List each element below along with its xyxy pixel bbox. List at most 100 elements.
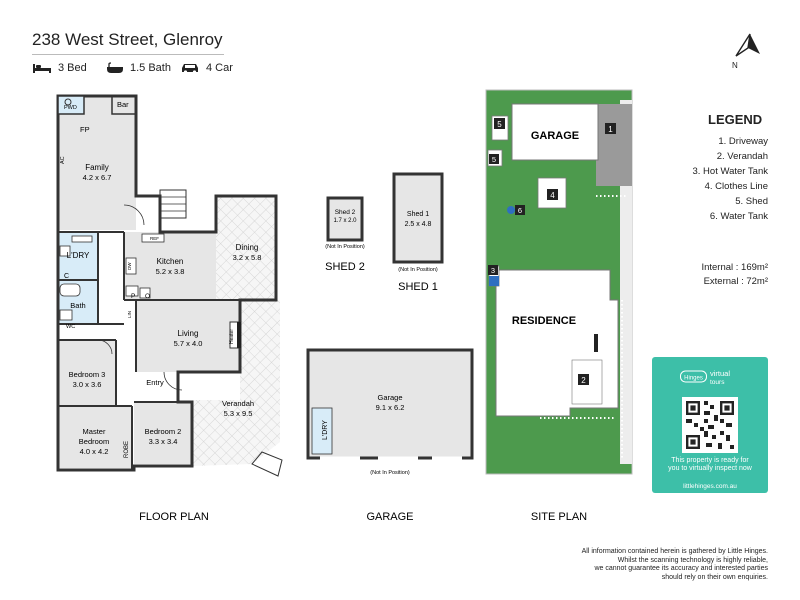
- svg-text:2.5 x 4.8: 2.5 x 4.8: [405, 221, 432, 228]
- virtual-tour-link[interactable]: littlehinges.com.au: [683, 483, 737, 490]
- svg-text:4: 4: [550, 191, 555, 200]
- virtual-tour-message: This property is ready for you to virtua…: [668, 457, 752, 472]
- svg-text:AC: AC: [60, 156, 66, 164]
- property-address: 238 West Street, Glenroy: [32, 30, 223, 49]
- svg-text:O: O: [145, 293, 150, 300]
- svg-text:4.0 x 4.2: 4.0 x 4.2: [80, 447, 109, 456]
- svg-text:4.2 x 6.7: 4.2 x 6.7: [83, 173, 112, 182]
- svg-text:Kitchen: Kitchen: [157, 257, 184, 266]
- svg-text:virtual: virtual: [710, 369, 730, 378]
- legend-title: LEGEND: [708, 112, 763, 127]
- shed-2: Shed 2 1.7 x 2.0 (Not In Position): [325, 196, 365, 250]
- svg-text:1: 1: [608, 125, 613, 134]
- legend-item: 3. Hot Water Tank: [692, 166, 768, 177]
- svg-text:tours: tours: [710, 379, 725, 386]
- compass-icon: N: [732, 33, 760, 70]
- svg-text:3.2 x 5.8: 3.2 x 5.8: [233, 253, 262, 262]
- svg-text:Master: Master: [83, 427, 106, 436]
- svg-text:5: 5: [497, 120, 502, 129]
- qr-code-icon[interactable]: [682, 397, 738, 453]
- label-garage: GARAGE: [366, 511, 413, 523]
- label-site-plan: SITE PLAN: [531, 511, 587, 523]
- bedroom-3: [58, 340, 116, 406]
- bath-count: 1.5 Bath: [106, 62, 171, 74]
- bed-count: 3 Bed: [32, 62, 87, 74]
- svg-text:5.3 x 9.5: 5.3 x 9.5: [224, 409, 253, 418]
- svg-text:GARAGE: GARAGE: [531, 130, 579, 142]
- svg-text:Bedroom: Bedroom: [79, 437, 109, 446]
- svg-text:LIN: LIN: [127, 311, 132, 318]
- master-bedroom: [58, 406, 132, 468]
- label-shed-2: SHED 2: [325, 261, 365, 273]
- disclaimer: All information contained herein is gath…: [581, 548, 768, 581]
- little-hinges-logo-icon: Hinges virtual tours: [680, 369, 730, 386]
- house-floor-plan: PWD Bar FP AC Family 4.2 x 6.7 L'DRY C B…: [56, 94, 283, 477]
- car-icon: [182, 64, 198, 74]
- label-shed-1: SHED 1: [398, 281, 438, 293]
- svg-text:1.7 x 2.0: 1.7 x 2.0: [333, 218, 357, 224]
- svg-text:Heater: Heater: [229, 329, 235, 344]
- svg-text:3: 3: [491, 266, 495, 275]
- svg-text:(Not In Position): (Not In Position): [398, 267, 438, 273]
- bed-count-label: 3 Bed: [58, 62, 87, 74]
- svg-text:Entry: Entry: [146, 378, 164, 387]
- svg-text:5.7 x 4.0: 5.7 x 4.0: [174, 339, 203, 348]
- svg-text:2: 2: [581, 376, 586, 385]
- legend-item: 2. Verandah: [716, 151, 768, 162]
- svg-text:C: C: [64, 273, 69, 280]
- svg-text:REF: REF: [150, 236, 159, 241]
- svg-text:3.3 x 3.4: 3.3 x 3.4: [149, 437, 178, 446]
- svg-text:Living: Living: [178, 329, 199, 338]
- svg-text:Garage: Garage: [377, 393, 402, 402]
- svg-text:DW: DW: [127, 262, 132, 270]
- svg-text:RESIDENCE: RESIDENCE: [512, 315, 576, 327]
- svg-text:PWD: PWD: [64, 105, 77, 111]
- svg-text:Bedroom 3: Bedroom 3: [69, 370, 106, 379]
- bed-icon: [33, 64, 51, 73]
- living-room: [136, 300, 240, 372]
- bath-icon: [107, 62, 123, 73]
- svg-text:FP: FP: [80, 125, 90, 134]
- svg-text:L'DRY: L'DRY: [67, 251, 90, 260]
- verandah: [192, 300, 280, 466]
- svg-text:5.2 x 3.8: 5.2 x 3.8: [156, 267, 185, 276]
- svg-text:Bar: Bar: [117, 100, 129, 109]
- svg-text:5: 5: [492, 155, 496, 164]
- svg-text:Shed 2: Shed 2: [335, 209, 356, 216]
- svg-text:L'DRY: L'DRY: [322, 420, 329, 440]
- car-count: 4 Car: [180, 62, 233, 74]
- svg-text:Bedroom 2: Bedroom 2: [145, 427, 182, 436]
- family-room: [58, 96, 136, 230]
- svg-text:(Not In Position): (Not In Position): [325, 244, 365, 250]
- svg-text:(Not In Position): (Not In Position): [370, 470, 410, 476]
- legend-item: 1. Driveway: [718, 136, 768, 147]
- bath-count-label: 1.5 Bath: [130, 62, 171, 74]
- legend-list: 1. Driveway 2. Verandah 3. Hot Water Tan…: [640, 134, 768, 224]
- svg-text:6: 6: [518, 206, 522, 215]
- dining-room: [216, 196, 276, 300]
- svg-text:Family: Family: [85, 163, 109, 172]
- title-divider: [32, 54, 224, 55]
- kitchen-room: [124, 232, 216, 300]
- site-plan: 1 2 3 4 5 5 6 GARAGE RESIDENCE: [485, 89, 633, 475]
- car-count-label: 4 Car: [206, 62, 233, 74]
- svg-text:WC: WC: [66, 324, 75, 330]
- svg-text:Dining: Dining: [236, 243, 259, 252]
- svg-text:9.1 x 6.2: 9.1 x 6.2: [376, 403, 405, 412]
- svg-text:3.0 x 3.6: 3.0 x 3.6: [73, 380, 102, 389]
- virtual-tour-card[interactable]: Hinges virtual tours This property is re…: [652, 357, 768, 493]
- internal-area: Internal : 169m²: [701, 262, 768, 273]
- legend-item: 5. Shed: [735, 196, 768, 207]
- garage-plan: Garage 9.1 x 6.2 L'DRY (Not In Position): [306, 348, 474, 476]
- legend-item: 6. Water Tank: [709, 211, 768, 222]
- svg-text:Bath: Bath: [70, 301, 85, 310]
- external-area: External : 72m²: [703, 276, 768, 287]
- svg-text:Shed 1: Shed 1: [407, 211, 429, 218]
- svg-text:Verandah: Verandah: [222, 399, 254, 408]
- svg-text:ROBE: ROBE: [124, 441, 130, 458]
- svg-text:Hinges: Hinges: [684, 376, 703, 382]
- shed-1: Shed 1 2.5 x 4.8 (Not In Position): [392, 172, 444, 273]
- legend-item: 4. Clothes Line: [704, 181, 768, 192]
- label-floor-plan: FLOOR PLAN: [139, 511, 209, 523]
